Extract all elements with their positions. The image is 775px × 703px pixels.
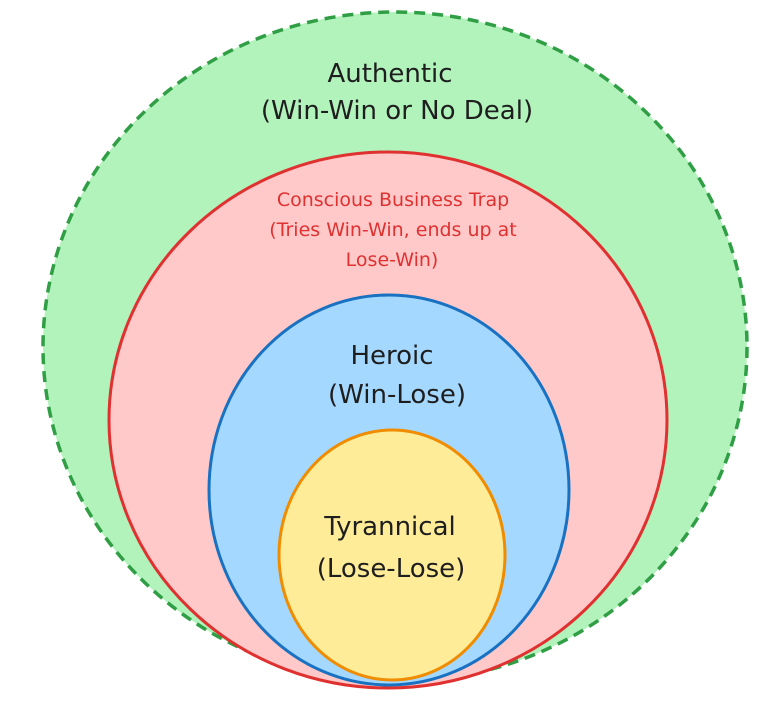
tyrannical-label: Tyrannical (Lose-Lose): [317, 512, 466, 584]
heroic-title: Heroic: [350, 341, 433, 371]
authentic-subtitle: (Win-Win or No Deal): [261, 96, 533, 126]
authentic-label: Authentic (Win-Win or No Deal): [261, 59, 533, 126]
tyrannical-title: Tyrannical: [323, 512, 455, 542]
heroic-label: Heroic (Win-Lose): [328, 341, 466, 410]
trap-title: Conscious Business Trap: [277, 189, 509, 211]
authentic-title: Authentic: [327, 59, 452, 89]
trap-label: Conscious Business Trap (Tries Win-Win, …: [269, 189, 516, 271]
trap-subtitle-line2: Lose-Win): [346, 249, 439, 271]
tyrannical-subtitle: (Lose-Lose): [317, 554, 466, 584]
trap-subtitle-line1: (Tries Win-Win, ends up at: [269, 219, 516, 241]
heroic-subtitle: (Win-Lose): [328, 380, 466, 410]
tyrannical-ellipse: [277, 428, 507, 682]
